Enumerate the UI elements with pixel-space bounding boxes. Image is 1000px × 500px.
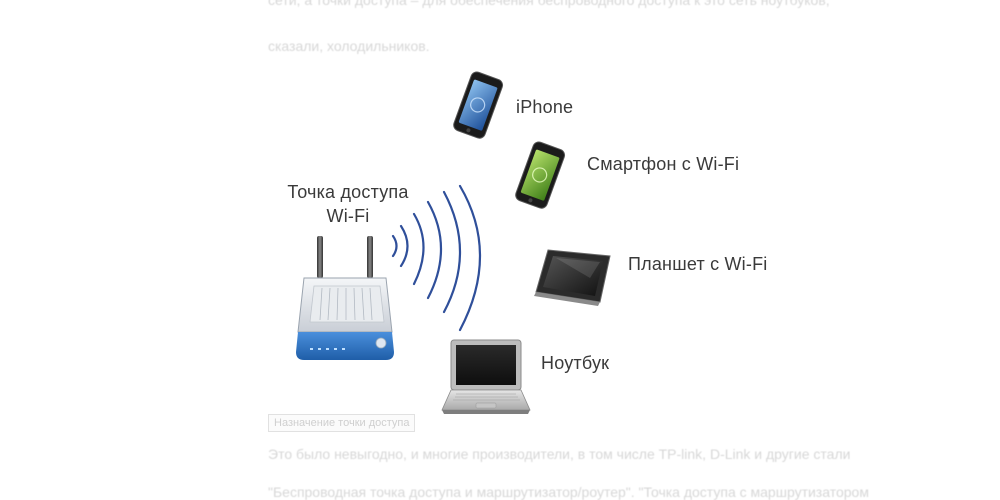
background-text-top-1: сети, а точки доступа – для обеспечения … xyxy=(268,0,830,8)
figure-caption: Назначение точки доступа xyxy=(268,414,416,432)
device-label-tablet: Планшет с Wi-Fi xyxy=(628,254,768,274)
device-label-smartphone: Смартфон с Wi-Fi xyxy=(587,154,740,174)
router-icon xyxy=(296,236,394,360)
iphone-icon xyxy=(453,71,504,139)
background-text-bottom-2: "Беспроводная точка доступа и маршрутиза… xyxy=(268,484,869,500)
wifi-waves-icon xyxy=(391,184,481,332)
device-label-iphone: iPhone xyxy=(516,97,574,117)
smartphone-icon xyxy=(515,141,566,209)
laptop-icon xyxy=(441,339,531,414)
tablet-icon xyxy=(534,249,611,306)
access-point-label-line2: Wi-Fi xyxy=(326,206,370,226)
access-point-label: Точка доступа Wi-Fi xyxy=(286,180,410,228)
access-point-label-line1: Точка доступа xyxy=(287,182,409,202)
device-label-laptop: Ноутбук xyxy=(541,353,610,373)
background-text-bottom-1: Это было невыгодно, и многие производите… xyxy=(268,446,851,462)
background-text-top-2: сказали, холодильников. xyxy=(268,38,430,54)
